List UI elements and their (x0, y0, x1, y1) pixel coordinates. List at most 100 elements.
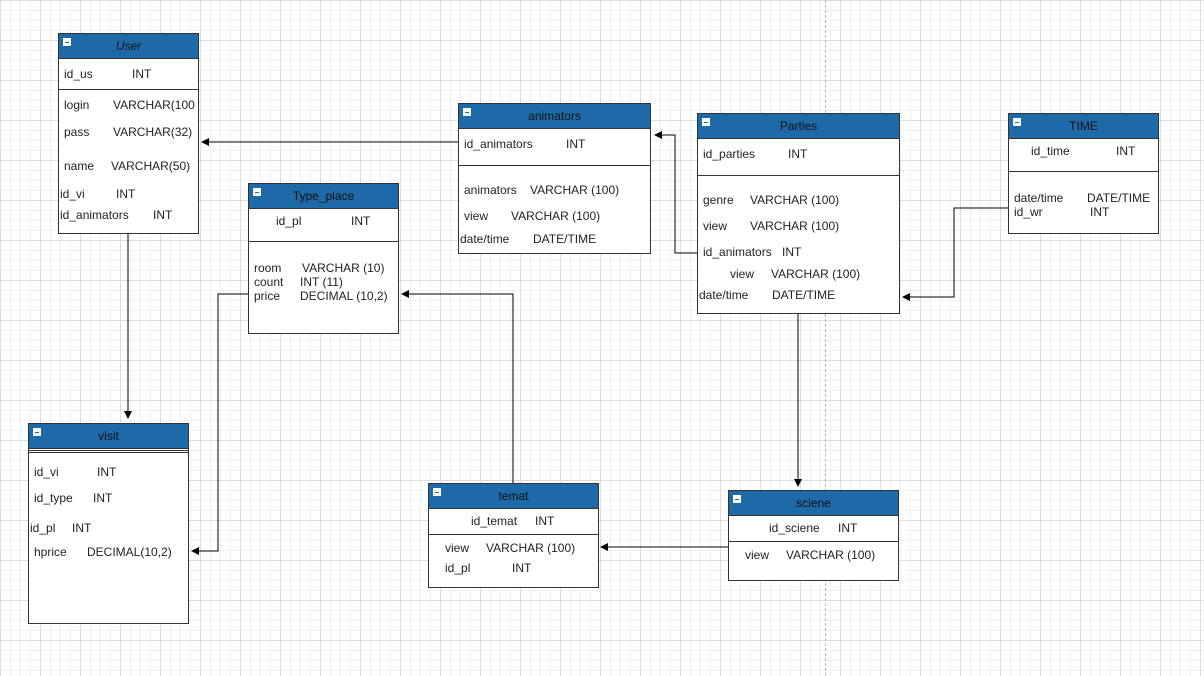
field-type: DATE/TIME (533, 232, 597, 246)
field-type: INT (788, 147, 808, 161)
table-sciene[interactable]: sciene id_sciene INT view VARCHAR (100) (728, 490, 899, 581)
collapse-icon[interactable] (33, 428, 41, 436)
table-temat[interactable]: temat id_temat INT view VARCHAR (100) id… (428, 483, 599, 588)
divider (59, 89, 198, 90)
table-title: User (115, 39, 142, 53)
field-type: VARCHAR (100) (511, 209, 601, 223)
table-type-place[interactable]: Type_place id_pl INT room VARCHAR (10) c… (248, 183, 399, 334)
divider (1009, 171, 1158, 172)
table-header[interactable]: animators (459, 104, 650, 129)
field-type: INT (153, 208, 173, 222)
field-type: INT (351, 214, 371, 228)
field-type: INT (512, 561, 532, 575)
field-name: id_sciene (769, 521, 820, 535)
field-type: VARCHAR (100) (750, 193, 840, 207)
field-type: VARCHAR (100) (750, 219, 840, 233)
field-name: id_us (64, 67, 93, 81)
field-name: genre (703, 193, 734, 207)
field-name: date/time (460, 232, 510, 246)
field-name: id_wr (1014, 205, 1043, 219)
field-type: DATE/TIME (772, 288, 836, 302)
table-header[interactable]: Parties (698, 114, 899, 139)
field-type: INT (782, 245, 802, 259)
edge-typeplace-to-visit[interactable] (191, 293, 248, 555)
table-title: temat (498, 489, 529, 503)
table-header[interactable]: User (59, 34, 198, 59)
collapse-icon[interactable] (63, 38, 71, 46)
field-type: INT (11) (300, 275, 343, 289)
table-header[interactable]: sciene (729, 491, 898, 516)
field-name: id_vi (34, 465, 59, 479)
edge-parties-to-animators[interactable] (654, 131, 697, 254)
field-name: id_type (34, 491, 73, 505)
field-type: INT (535, 514, 555, 528)
field-name: animators (464, 183, 517, 197)
collapse-icon[interactable] (433, 488, 441, 496)
collapse-icon[interactable] (253, 188, 261, 196)
field-name: price (254, 289, 281, 303)
field-name: date/time (699, 288, 749, 302)
field-name: id_vi (60, 187, 85, 201)
table-header[interactable]: TIME (1009, 114, 1158, 139)
table-time[interactable]: TIME id_time INT date/time DATE/TIME id_… (1008, 113, 1159, 234)
table-title: Type_place (292, 189, 355, 203)
divider (729, 541, 898, 542)
table-title: TIME (1069, 119, 1098, 133)
table-animators[interactable]: animators id_animators INT animators VAR… (458, 103, 651, 254)
field-name: id_parties (703, 147, 756, 161)
field-name: hprice (34, 545, 67, 559)
field-type: INT (72, 521, 92, 535)
field-type: VARCHAR(100 (113, 98, 195, 112)
page-break-guide (825, 0, 826, 676)
field-type: VARCHAR(50) (111, 159, 191, 173)
field-type: VARCHAR (100) (771, 267, 861, 281)
field-type: VARCHAR (100) (530, 183, 620, 197)
divider (429, 534, 598, 535)
field-type: INT (566, 137, 586, 151)
field-name: count (254, 275, 284, 289)
table-header[interactable]: visit (29, 424, 188, 449)
table-title: Parties (779, 119, 818, 133)
field-type: INT (1090, 205, 1110, 219)
field-name: id_time (1031, 144, 1070, 158)
edge-temat-to-typeplace[interactable] (401, 290, 514, 483)
field-type: VARCHAR (10) (302, 261, 385, 275)
field-type: INT (132, 67, 152, 81)
field-type: VARCHAR (100) (486, 541, 576, 555)
collapse-icon[interactable] (1013, 118, 1021, 126)
field-name: date/time (1014, 191, 1064, 205)
field-name: view (703, 219, 728, 233)
field-name: name (64, 159, 95, 173)
field-name: view (445, 541, 470, 555)
edge-time-to-parties[interactable] (902, 207, 1008, 301)
field-name: id_animators (703, 245, 772, 259)
field-type: DATE/TIME (1087, 191, 1151, 205)
collapse-icon[interactable] (463, 108, 471, 116)
field-type: INT (93, 491, 113, 505)
field-name: id_pl (445, 561, 471, 575)
collapse-icon[interactable] (702, 118, 710, 126)
field-name: id_pl (276, 214, 302, 228)
table-header[interactable]: Type_place (249, 184, 398, 209)
table-header[interactable]: temat (429, 484, 598, 509)
field-type: VARCHAR(32) (113, 125, 193, 139)
field-type: DECIMAL(10,2) (87, 545, 172, 559)
field-type: INT (1116, 144, 1136, 158)
table-visit[interactable]: visit id_vi INT id_type INT id_pl INT hp… (28, 423, 189, 624)
table-parties[interactable]: Parties id_parties INT genre VARCHAR (10… (697, 113, 900, 314)
table-title: animators (528, 109, 581, 123)
table-title: visit (98, 429, 119, 443)
field-type: INT (838, 521, 858, 535)
collapse-icon[interactable] (733, 495, 741, 503)
field-type: VARCHAR (100) (786, 548, 876, 562)
field-name: room (254, 261, 282, 275)
field-name: id_animators (464, 137, 533, 151)
table-user[interactable]: User id_us INT login VARCHAR(100 pass VA… (58, 33, 199, 234)
field-type: DECIMAL (10,2) (300, 289, 388, 303)
field-name: pass (64, 125, 90, 139)
field-type: INT (116, 187, 136, 201)
field-name: id_pl (30, 521, 56, 535)
divider (29, 450, 188, 453)
divider (459, 165, 650, 166)
